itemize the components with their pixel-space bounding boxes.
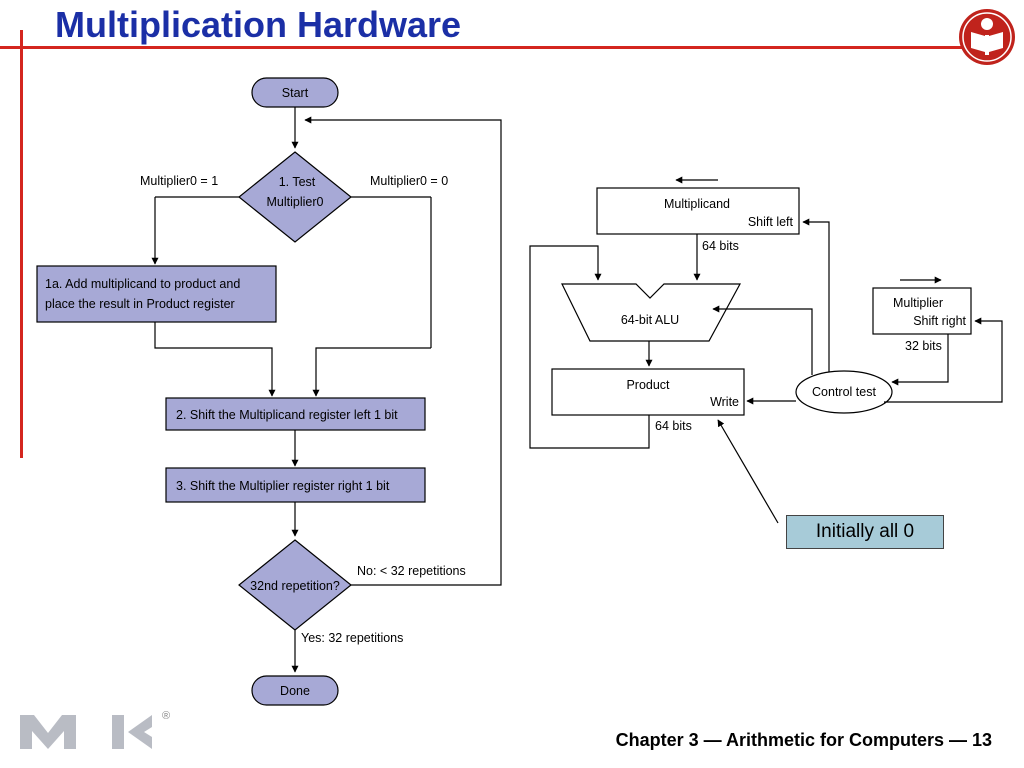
control-to-multiplier-shift xyxy=(884,317,1003,403)
branch-one-label: Multiplier0 = 1 xyxy=(140,174,218,188)
control-to-alu xyxy=(712,305,813,375)
repetition-label: 32nd repetition? xyxy=(250,579,340,593)
done-label: Done xyxy=(280,684,310,698)
multiplier-register xyxy=(872,287,972,335)
step2-label: 2. Shift the Multiplicand register left … xyxy=(176,408,398,422)
flowchart xyxy=(36,77,502,706)
start-label: Start xyxy=(282,86,309,100)
alu-block xyxy=(561,283,742,342)
multiplicand-label: Multiplicand xyxy=(664,197,730,211)
product-register xyxy=(551,368,745,416)
shift-right-label: Shift right xyxy=(913,314,966,328)
test-label-line1: 1. Test xyxy=(279,175,316,189)
no-branch-label: No: < 32 repetitions xyxy=(357,564,466,578)
callout-pointer-arrow xyxy=(717,419,779,524)
multiplier-to-control xyxy=(891,334,949,386)
slide-title: Multiplication Hardware xyxy=(55,4,462,45)
university-logo-icon xyxy=(959,9,1015,65)
control-test-label: Control test xyxy=(812,385,876,399)
yes-branch-label: Yes: 32 repetitions xyxy=(301,631,403,645)
title-underline xyxy=(0,46,965,49)
product-feedback-to-alu xyxy=(529,245,650,449)
publisher-logo-icon: ® xyxy=(20,710,170,749)
hardware-labels: Multiplicand Shift left 64 bits 64-bit A… xyxy=(621,197,967,433)
step1a-label-line1: 1a. Add multiplicand to product and xyxy=(45,277,240,291)
shift-left-label: Shift left xyxy=(748,215,794,229)
flow-edge-step1a-to-step2 xyxy=(154,322,276,397)
alu-label: 64-bit ALU xyxy=(621,313,679,327)
step3-box xyxy=(165,467,426,503)
multiplicand-register xyxy=(596,187,800,235)
control-test-unit xyxy=(795,370,893,414)
test-label-line2: Multiplier0 xyxy=(267,195,324,209)
done-terminal xyxy=(251,675,339,706)
slide-footer: Chapter 3 — Arithmetic for Computers — 1… xyxy=(615,730,992,750)
test-multiplier-decision xyxy=(238,151,352,243)
step2-box xyxy=(165,397,426,431)
flow-edge-loop-back xyxy=(304,116,502,586)
left-accent-line xyxy=(20,30,23,458)
flowchart-labels: Start 1. Test Multiplier0 Multiplier0 = … xyxy=(45,86,466,698)
flow-edge-zero-to-step2 xyxy=(312,347,431,397)
step1a-label-line2: place the result in Product register xyxy=(45,297,235,311)
step1a-box xyxy=(36,265,277,323)
step3-label: 3. Shift the Multiplier register right 1… xyxy=(176,479,390,493)
bits64-bottom-label: 64 bits xyxy=(655,419,692,433)
registered-mark: ® xyxy=(162,710,170,722)
hardware-diagram xyxy=(529,176,1003,524)
repetition-decision xyxy=(238,539,352,631)
product-label: Product xyxy=(626,378,670,392)
bits64-top-label: 64 bits xyxy=(702,239,739,253)
multiplier-label: Multiplier xyxy=(893,296,943,310)
initially-zero-callout: Initially all 0 xyxy=(786,515,944,549)
start-terminal xyxy=(251,77,339,108)
branch-zero-label: Multiplier0 = 0 xyxy=(370,174,448,188)
write-label: Write xyxy=(710,395,739,409)
bits32-label: 32 bits xyxy=(905,339,942,353)
control-to-multiplicand-shift xyxy=(802,218,830,372)
